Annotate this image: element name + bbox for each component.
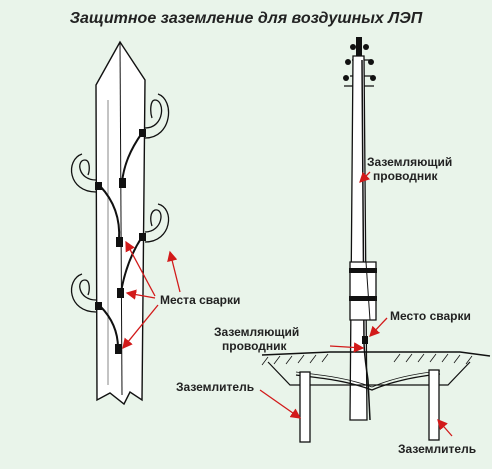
weld-mark <box>116 237 123 247</box>
label-line: Заземляющий <box>367 155 453 169</box>
hook-left-bottom <box>70 273 97 313</box>
label-weld-place: Место сварки <box>390 309 471 323</box>
label-earth-electrode-left: Заземлитель <box>176 380 255 394</box>
weld-mark <box>362 336 368 344</box>
pole-top-insulators <box>343 37 376 81</box>
power-line-pole <box>259 37 491 443</box>
ground-surface <box>261 351 491 357</box>
earth-trench <box>267 361 471 386</box>
label-line: проводник <box>222 339 287 353</box>
hook-left-top <box>70 153 97 193</box>
hook-right-mid <box>144 203 170 243</box>
weld-arrows <box>122 240 181 350</box>
pole-arrows <box>259 171 453 437</box>
weld-mark <box>115 344 122 354</box>
label-earth-electrode-right: Заземлитель <box>398 442 477 456</box>
label-ground-conductor-bottom: Заземляющий проводник <box>214 325 299 353</box>
label-weld-places: Места сварки <box>160 293 241 307</box>
label-line: проводник <box>373 169 438 183</box>
label-line: Заземляющий <box>214 325 300 339</box>
hook-right-top <box>144 93 170 139</box>
weld-mark <box>117 288 124 298</box>
diagram-title: Защитное заземление для воздушных ЛЭП <box>69 10 423 27</box>
weld-mark <box>119 178 126 188</box>
pole-detail-left <box>70 40 181 406</box>
earth-electrode-left-rod <box>299 371 311 443</box>
label-ground-conductor-top: Заземляющий проводник <box>367 155 452 183</box>
earth-electrode-right-rod <box>428 369 440 441</box>
